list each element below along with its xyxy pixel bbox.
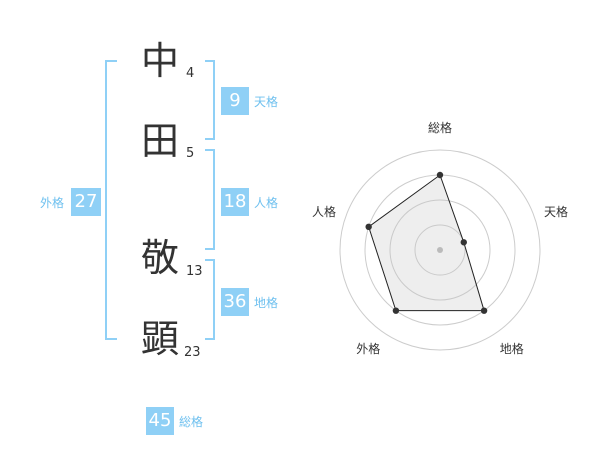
name-char-2: 田 <box>140 119 179 163</box>
radar-axis-label: 天格 <box>544 205 569 220</box>
name-char-4: 顕 <box>140 317 179 361</box>
gaikaku-bracket <box>105 60 117 340</box>
radar-point <box>365 223 372 231</box>
tenkaku-label: 天格 <box>254 95 279 109</box>
gaikaku-value: 27 <box>71 188 101 216</box>
radar-series-polygon <box>368 174 485 312</box>
stroke-count-2: 5 <box>186 146 195 161</box>
tenkaku-bracket <box>205 60 215 140</box>
radar-point <box>480 307 488 314</box>
stroke-count-4: 23 <box>184 345 201 360</box>
radar-axis-label: 外格 <box>356 341 381 356</box>
radar-ring <box>414 224 466 276</box>
radar-point <box>460 239 467 246</box>
soukaku-label: 総格 <box>179 415 204 429</box>
tenkaku-value: 9 <box>221 87 249 115</box>
name-char-3: 敬 <box>140 236 179 280</box>
radar-axis-label: 人格 <box>311 205 336 220</box>
name-char-1: 中 <box>140 39 179 83</box>
stroke-count-1: 4 <box>186 66 195 81</box>
jinkaku-label: 人格 <box>254 196 279 210</box>
gaikaku-label: 外格 <box>40 196 65 210</box>
soukaku-value: 45 <box>146 407 174 435</box>
radar-center <box>437 247 443 253</box>
radar-point <box>392 307 400 314</box>
jinkaku-bracket <box>205 149 215 250</box>
radar-axis-label: 地格 <box>499 341 524 356</box>
radar-point <box>436 171 444 179</box>
jinkaku-value: 18 <box>221 188 249 216</box>
chikaku-bracket <box>205 259 215 340</box>
stroke-count-3: 13 <box>186 264 203 279</box>
chikaku-label: 地格 <box>254 296 279 310</box>
radar-ring <box>389 199 491 301</box>
chikaku-value: 36 <box>221 288 249 316</box>
radar-axis-label: 総格 <box>428 121 453 135</box>
